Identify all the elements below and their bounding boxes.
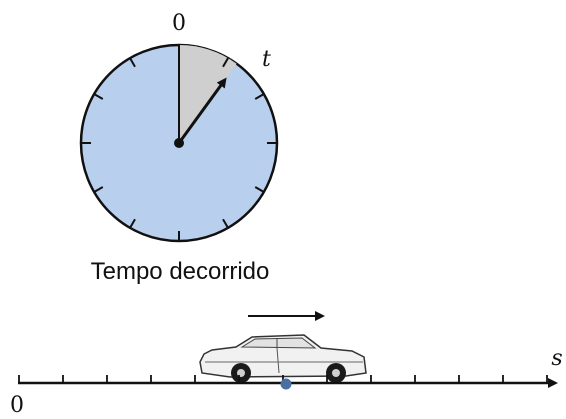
- clock-tick: [93, 93, 104, 100]
- elapsed-time-wedge: [179, 45, 237, 143]
- clock-tick: [93, 186, 104, 193]
- axis-ticks: [18, 375, 548, 384]
- car-position-marker: [280, 378, 292, 390]
- clock-tick: [254, 93, 265, 100]
- car-front-hub: [332, 369, 340, 377]
- clock-tick: [222, 218, 229, 229]
- axis-origin-label: 0: [10, 393, 24, 418]
- clock-zero-label: 0: [172, 11, 186, 36]
- clock-center-dot: [174, 138, 184, 148]
- clock-tick: [222, 57, 229, 68]
- clock-caption: Tempo decorrido: [91, 258, 270, 285]
- car-windows: [240, 337, 317, 349]
- clock-hand-arrow: [177, 77, 227, 144]
- car: [199, 334, 367, 383]
- clock-tick: [254, 186, 265, 193]
- clock-tick: [129, 57, 136, 68]
- clock-hand-label: t: [262, 47, 271, 72]
- position-axis: 0 s: [10, 346, 563, 418]
- clock-tick: [129, 218, 136, 229]
- axis-label-s: s: [551, 346, 562, 371]
- car-door-line: [276, 347, 280, 374]
- stopwatch: 0 t Tempo decorrido: [79, 11, 279, 285]
